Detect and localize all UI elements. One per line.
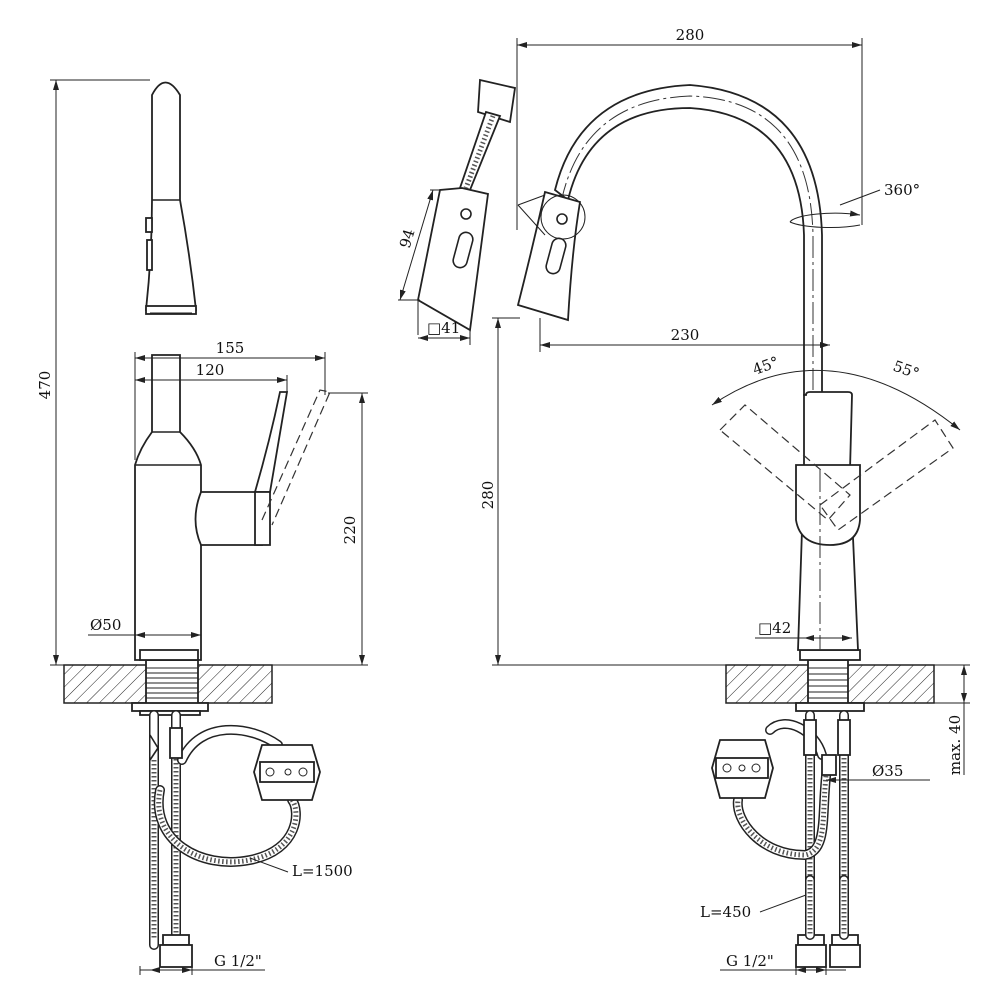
lever-handle-left — [194, 491, 263, 546]
dim-220: 220 — [341, 516, 359, 545]
side-view: 470 155 120 220 Ø50 L=1500 G 1/2" — [36, 79, 368, 975]
dim-diameter-50: Ø50 — [90, 616, 121, 634]
lever-alt-45 — [719, 404, 851, 521]
front-view: 280 360° 94 □41 230 280 45° 55° □42 — [396, 26, 970, 975]
dim-max-40: max. 40 — [946, 715, 964, 775]
spout-gooseneck — [553, 84, 823, 396]
dim-hose-450: L=450 — [700, 903, 751, 921]
hoses-left — [149, 710, 321, 968]
lever-handle-right — [795, 464, 861, 546]
spray-head-detail — [416, 78, 517, 332]
dim-diameter-35: Ø35 — [872, 762, 903, 780]
hoses-right — [711, 710, 861, 968]
dim-155: 155 — [216, 339, 245, 357]
spray-head-left — [144, 81, 198, 311]
dim-280-width: 280 — [676, 26, 705, 44]
dim-angle-55: 55° — [891, 357, 922, 383]
rotation-indicator — [789, 210, 861, 223]
dims-left: 470 155 120 220 Ø50 L=1500 G 1/2" — [36, 79, 368, 975]
dim-hose-1500: L=1500 — [292, 862, 353, 880]
dim-thread-right: G 1/2" — [726, 952, 774, 970]
dim-280-height: 280 — [479, 481, 497, 510]
dim-360-rotation: 360° — [884, 181, 920, 199]
dim-square-42: □42 — [758, 619, 791, 637]
dim-470: 470 — [36, 371, 54, 400]
dim-230: 230 — [671, 326, 700, 344]
dim-120: 120 — [196, 361, 225, 379]
dim-94: 94 — [396, 227, 419, 251]
dims-right: 280 360° 94 □41 230 280 45° 55° □42 — [396, 26, 970, 975]
faucet-body-left — [134, 354, 202, 661]
lever-alt-55 — [819, 419, 954, 531]
dim-thread-left: G 1/2" — [214, 952, 262, 970]
dim-square-41: □41 — [427, 319, 460, 337]
